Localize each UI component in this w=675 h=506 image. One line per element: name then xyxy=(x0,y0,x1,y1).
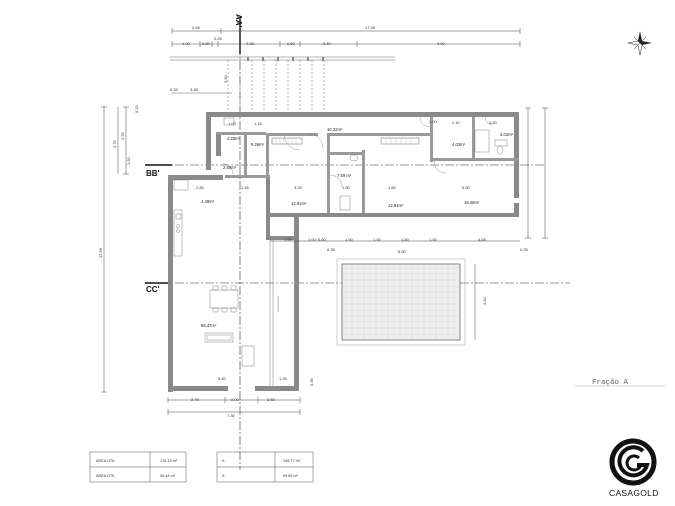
dim-top-2: 17.95 xyxy=(365,25,376,30)
pool-height-dim: 3.50 xyxy=(482,296,487,305)
room-area-living: 56.47m² xyxy=(201,323,217,328)
mid-dim-9: 0.35 xyxy=(327,247,336,252)
wardrobes xyxy=(271,137,420,145)
mid-dim-1: 1.55 xyxy=(284,237,293,242)
mid-dim-4: 1.50 xyxy=(345,237,354,242)
area-table-right xyxy=(216,451,314,483)
bottom-dim-6: 1.39 xyxy=(279,376,288,381)
room-area-bed2: 12.91m² xyxy=(388,203,404,208)
bottom-dimension-lines xyxy=(167,397,301,415)
mid-dim-11: 0.35 xyxy=(520,247,529,252)
wardrobe-hatching xyxy=(275,138,412,144)
pool-tiles xyxy=(342,264,460,340)
room-area-small: 2.88m² xyxy=(223,165,237,170)
right-dimension-lines xyxy=(525,107,548,239)
casagold-logo-icon xyxy=(609,438,657,486)
mid-dim-5: 1.50 xyxy=(373,237,382,242)
dim-row2-5: 0.60 xyxy=(287,41,296,46)
pool-width-dim: 6.50 xyxy=(398,249,407,254)
kitchen-units xyxy=(173,179,189,257)
room-area-wc1: 2.25m² xyxy=(227,136,241,141)
pergola-structure xyxy=(170,56,395,113)
dim-misc-e: 3.75 xyxy=(112,139,117,148)
mid-dim-8: 4.08 xyxy=(478,237,487,242)
mid-dim-6: 1.80 xyxy=(401,237,410,242)
pool xyxy=(341,263,461,341)
room-area-storage: 4.03m² xyxy=(452,142,466,147)
int-dim-11: 1.80 xyxy=(388,185,397,190)
dim-misc-b: 3.48 xyxy=(190,87,199,92)
exterior-walls xyxy=(168,112,519,392)
glazing xyxy=(269,240,279,386)
mid-dim-2: 1.00 xyxy=(308,237,317,242)
dim-misc-c: 3.50 xyxy=(223,74,228,83)
dim-misc-f: 2.55 xyxy=(120,131,125,140)
bottom-dim-7: 0.35 xyxy=(309,377,314,386)
area-value-4: 99.63 m² xyxy=(283,474,299,478)
area-value-1: 178.14 m² xyxy=(160,459,178,463)
dim-row2-4: 4.25 xyxy=(246,41,255,46)
area-value-2: 30.44 m² xyxy=(160,474,176,478)
int-dim-9: 2.48 xyxy=(241,185,250,190)
int-dim-4: 0.80 xyxy=(489,120,498,125)
room-area-corridor: 10.32m² xyxy=(327,127,343,132)
section-label-cc: CC' xyxy=(146,285,160,294)
bottom-dim-3: 2.55 xyxy=(267,397,276,402)
int-dim-6: 1.80 xyxy=(342,185,351,190)
dim-top-1: 2.65 xyxy=(192,25,201,30)
dim-misc-g: 1.50 xyxy=(126,156,131,165)
room-area-tv: 4.38m² xyxy=(201,199,215,204)
area-table-left xyxy=(89,451,187,483)
bottom-dim-5: 5.40 xyxy=(218,376,227,381)
pergola-posts xyxy=(247,57,324,61)
section-label-bb: BB' xyxy=(146,169,160,178)
room-area-bed3: 16.48m² xyxy=(464,200,480,205)
bottom-dim-4: 7.30 xyxy=(227,413,236,418)
area-label-4: A xyxy=(222,474,225,478)
fraction-label: Fração A xyxy=(592,379,629,387)
left-dimension-lines xyxy=(101,106,129,393)
mid-dim-3: 0.60 xyxy=(318,237,327,242)
int-dim-3: 2.10 xyxy=(452,120,461,125)
dim-row2-7: 9.90 xyxy=(437,41,446,46)
int-dim-10: 1.00 xyxy=(429,119,438,124)
top-dimension-lines xyxy=(171,28,521,47)
dim-row2-2: 0.60 xyxy=(202,41,211,46)
interior-walls xyxy=(216,117,519,213)
sanitary-fixtures xyxy=(223,117,508,211)
area-label-2: ÁREA ÚTIL xyxy=(96,473,115,478)
area-label-3: A xyxy=(222,459,225,463)
room-area-bed1: 12.91m² xyxy=(291,201,307,206)
sofa xyxy=(204,332,255,367)
bottom-dim-1: 2.75 xyxy=(191,397,200,402)
dining-table xyxy=(209,285,239,313)
dim-misc-a: 0.25 xyxy=(170,87,179,92)
dim-misc-h: 12.86 xyxy=(98,247,103,258)
room-area-hall: 9.26m² xyxy=(251,142,265,147)
area-label-1: ÁREA ÚTIL xyxy=(96,458,115,463)
room-area-wc2: 7.59 m² xyxy=(337,173,352,178)
dim-row2-3: 0.25 xyxy=(214,36,223,41)
brand-name: CASAGOLD xyxy=(609,488,659,498)
dim-misc-d: 0.15 xyxy=(134,104,139,113)
int-dim-7: 5.50 xyxy=(462,185,471,190)
int-dim-2: 1.18 xyxy=(254,121,263,126)
door-swings xyxy=(222,116,494,188)
section-label-aa: AA' xyxy=(234,14,243,28)
dim-row2-1: 1.00 xyxy=(182,41,191,46)
bottom-dim-2: 2.00 xyxy=(231,397,240,402)
dim-row2-6: 3.40 xyxy=(323,41,332,46)
mid-dim-7: 1.50 xyxy=(429,237,438,242)
area-value-3: 145.77 m² xyxy=(283,459,301,463)
int-dim-5: 3.25 xyxy=(294,185,303,190)
int-dim-1: 1.00 xyxy=(228,121,237,126)
north-arrow-icon xyxy=(627,31,652,56)
pool-deck-edge xyxy=(336,258,466,346)
room-area-wc3: 4.02m² xyxy=(500,132,514,137)
int-dim-8: 2.85 xyxy=(196,185,205,190)
